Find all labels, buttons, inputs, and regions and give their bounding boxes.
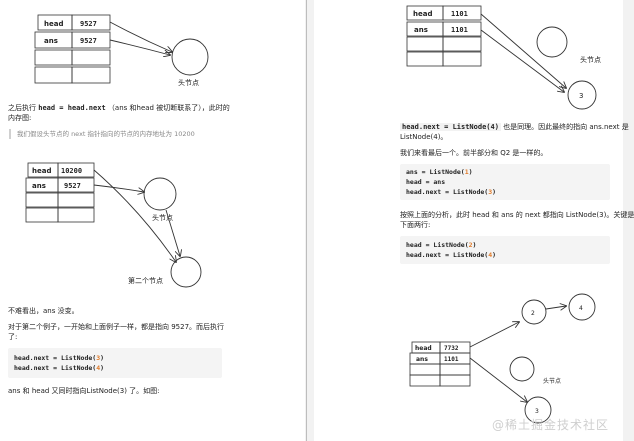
memory-table-3: head 1101 ans 1101 [406,5,482,67]
r-para-analysis: 按照上面的分析，此时 head 和 ans 的 next 都指向 ListNod… [400,211,634,219]
r-d2-val-head: 7732 [444,345,459,352]
d1-val-ans: 9527 [80,37,97,45]
para-second-example: 对于第二个例子，一开始和上面例子一样，都是指向 9527。而后执行 [8,323,225,331]
code-block-1: head.next = ListNode(3) head.next = List… [8,348,222,378]
r-d2-arrow-head [469,322,519,348]
r-d2-node-label: 头节点 [543,377,561,385]
code-line: head = ans [406,178,446,186]
d2-node2-label: 第二个节点 [128,276,163,285]
r-para-listnode4: head.next = ListNode(4) 也是同理。因此最终的指向 ans… [400,123,629,131]
r-d2-node-3-label: 3 [535,408,539,415]
memory-table-1: head 9527 ans 9527 [34,14,111,84]
left-page: head 9527 ans 9527 头节点 head 10200 ans 95… [0,0,305,441]
d2-arrow-ans [93,184,144,192]
watermark: @稀土掘金技术社区 [491,418,609,432]
r-para-listnode4-cont: ListNode(4)。 [400,133,448,141]
r-d2-node-2-label: 2 [531,310,535,317]
para-memory-label: 内存图: [8,114,32,122]
r-d2-arrow-ans [469,357,527,402]
r-para-analysis-cont: 下面两行: [400,221,431,229]
d1-row-ans: ans [44,37,58,45]
quote-address: 我们假设头节点的 next 指针指向的节点的内存地址为 10200 [9,129,195,139]
memory-table-4: head 7732 ans 1101 [409,341,471,387]
d1-arrow-ans [109,39,170,55]
d2-row-head: head [32,167,51,175]
right-page: head 1101 ans 1101 头节点 3 head 7732 ans 1… [314,0,634,441]
code-line: head.next = ListNode(4) [14,364,105,372]
d2-val-head: 10200 [61,167,82,175]
para-after-exec: 之后执行 head = head.next （ans 和head 被切断联系了）… [8,104,230,112]
d2-node1-label: 头节点 [152,213,173,222]
r-d1-node-3-label: 3 [579,92,583,100]
r-d1-val-head: 1101 [451,10,468,18]
r-d1-node-3 [567,80,597,110]
r-d1-row-head: head [413,10,432,18]
memory-table-2: head 10200 ans 9527 [25,162,95,223]
code-line: head.next = ListNode(3) [406,188,497,196]
r-d1-head-node [536,26,568,58]
r-d2-node-4-label: 4 [579,305,583,312]
r-d1-arrow-head [480,13,566,88]
r-para-last-one: 我们来看最后一个。前半部分和 Q2 是一样的。 [400,149,548,157]
r-d2-node-3 [524,396,552,424]
d1-head-node [171,38,209,76]
d2-next-arrow [165,209,180,256]
r-d1-row-ans: ans [414,26,428,34]
r-d2-head-node [509,356,535,382]
r-d1-val-ans: 1101 [451,26,468,34]
r-d2-node-4 [568,293,596,321]
r-d1-node-label: 头节点 [580,55,601,64]
r-d2-node-2 [521,299,547,325]
code-line: head = ListNode(2) [406,241,477,249]
d2-second-node [170,256,202,288]
r-code-block-2: head = ListNode(2) head.next = ListNode(… [400,236,610,264]
r-code-block-1: ans = ListNode(1) head = ans head.next =… [400,164,610,200]
code-line: head.next = ListNode(4) [406,251,497,259]
code-line: head.next = ListNode(3) [14,354,105,362]
page-divider [306,0,307,441]
d1-node-label: 头节点 [178,78,199,87]
para-ans-unchanged: 不难看出，ans 没变。 [8,307,79,315]
d1-arrow-head [109,21,172,52]
r-d2-row-head: head [415,345,432,352]
para-second-example-cont: 了: [8,333,18,341]
left-diagrams: head 9527 ans 9527 头节点 head 10200 ans 95… [25,14,209,288]
d2-row-ans: ans [32,182,46,190]
code-line: ans = ListNode(1) [406,168,473,176]
r-d2-val-ans: 1101 [444,356,459,363]
r-d1-arrow-ans [480,29,564,92]
d2-head-node [143,177,177,211]
d1-val-head: 9527 [80,20,97,28]
d2-val-ans: 9527 [64,182,81,190]
right-diagrams: head 1101 ans 1101 头节点 3 head 7732 ans 1… [406,5,601,424]
para-point-to-listnode3: ans 和 head 又同时指向ListNode(3) 了。如图: [8,387,160,395]
r-d2-row-ans: ans [416,356,428,363]
d1-row-head: head [44,20,63,28]
d2-arrow-head [93,169,176,262]
r-d2-arrow-2-4 [545,306,566,309]
